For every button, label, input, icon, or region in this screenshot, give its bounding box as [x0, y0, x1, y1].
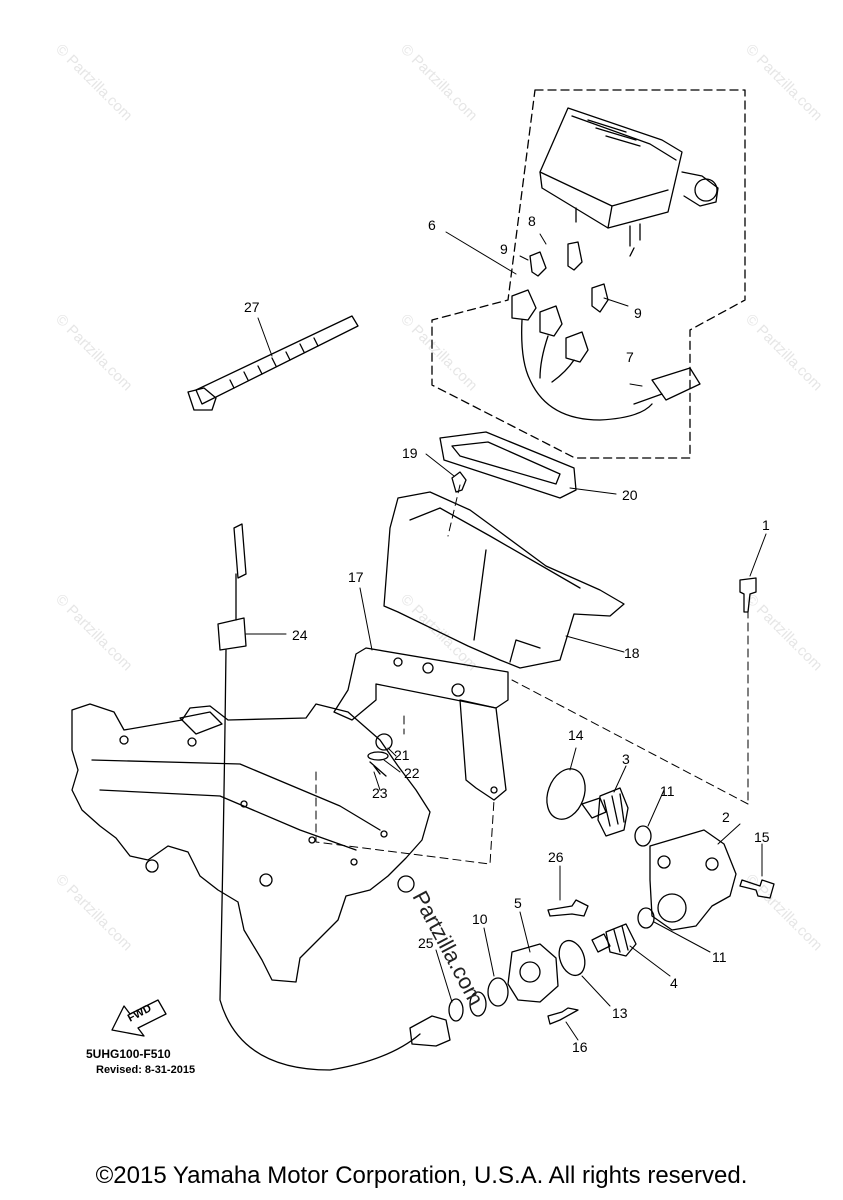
fwd-arrow-icon	[111, 999, 167, 1037]
driven-gear	[591, 923, 637, 957]
cable-tie	[187, 315, 359, 411]
callout-14[interactable]: 14	[568, 727, 584, 743]
o-ring-13	[558, 939, 586, 977]
indicator-bulbs	[529, 241, 609, 313]
callout-8[interactable]: 8	[528, 213, 536, 229]
callout-6[interactable]: 6	[428, 217, 436, 233]
watermark: © Partzilla.com	[52, 871, 135, 954]
callout-13[interactable]: 13	[612, 1005, 628, 1021]
grommet-washer-clip	[367, 733, 393, 777]
meter-cover	[439, 431, 577, 499]
callout-18[interactable]: 18	[624, 645, 640, 661]
watermarks: © Partzilla.com © Partzilla.com © Partzi…	[52, 41, 825, 954]
meter-head	[539, 107, 719, 257]
callout-27[interactable]: 27	[244, 299, 260, 315]
watermark: © Partzilla.com	[397, 41, 480, 124]
callout-10[interactable]: 10	[472, 911, 488, 927]
fwd-label: FWD	[126, 1002, 154, 1024]
frame-member	[71, 703, 431, 983]
callout-1[interactable]: 1	[762, 517, 770, 533]
callout-2[interactable]: 2	[722, 809, 730, 825]
callout-25[interactable]: 25	[418, 935, 434, 951]
callout-16[interactable]: 16	[572, 1039, 588, 1055]
callout-22[interactable]: 22	[404, 765, 420, 781]
callout-7[interactable]: 7	[626, 349, 634, 365]
gear-housing	[649, 829, 737, 931]
watermark: © Partzilla.com	[52, 311, 135, 394]
socket-wire-harness	[511, 289, 701, 421]
watermark: © Partzilla.com	[742, 591, 825, 674]
watermark: © Partzilla.com	[397, 311, 480, 394]
o-ring-14	[546, 768, 586, 820]
callout-23[interactable]: 23	[372, 785, 388, 801]
watermark: © Partzilla.com	[52, 41, 135, 124]
screw-26	[547, 899, 589, 917]
speedometer-cable	[217, 523, 421, 1071]
callout-3[interactable]: 3	[622, 751, 630, 767]
callout-26[interactable]: 26	[548, 849, 564, 865]
callout-9a[interactable]: 9	[500, 241, 508, 257]
callout-20[interactable]: 20	[622, 487, 638, 503]
callout-15[interactable]: 15	[754, 829, 770, 845]
callout-5[interactable]: 5	[514, 895, 522, 911]
revised-date: Revised: 8-31-2015	[96, 1064, 196, 1076]
callout-9b[interactable]: 9	[634, 305, 642, 321]
callout-leaders	[245, 231, 767, 1041]
meter-bracket	[333, 647, 509, 801]
drive-gear	[581, 787, 629, 837]
screw-16	[547, 1007, 579, 1025]
meter-housing	[383, 491, 625, 669]
bushing-11-lower	[637, 907, 655, 929]
leader-lines	[315, 484, 749, 865]
screw-19	[451, 471, 467, 493]
bolt-1	[739, 577, 757, 613]
watermark: © Partzilla.com	[742, 41, 825, 124]
callouts: 1 2 3 4 5 6 7 8 9 9 10 11 11 13 14 15 16…	[244, 213, 770, 1055]
callout-4[interactable]: 4	[670, 975, 678, 991]
cable-fitting	[409, 1015, 451, 1047]
callout-11a[interactable]: 11	[660, 783, 675, 799]
watermark: © Partzilla.com	[742, 871, 825, 954]
bushing-11-upper	[634, 825, 652, 847]
oil-seal-10	[487, 977, 509, 1007]
callout-24[interactable]: 24	[292, 627, 308, 643]
callout-17[interactable]: 17	[348, 569, 364, 585]
meter-assembly-dashed-box	[431, 89, 746, 459]
watermark: © Partzilla.com	[52, 591, 135, 674]
washer	[469, 991, 487, 1017]
o-ring-25	[448, 998, 464, 1022]
copyright-footer: ©2015 Yamaha Motor Corporation, U.S.A. A…	[95, 1162, 748, 1189]
bolt-15	[739, 879, 775, 899]
callout-21[interactable]: 21	[394, 747, 410, 763]
callout-11b[interactable]: 11	[712, 949, 727, 965]
diagram-code: 5UHG100-F510	[86, 1047, 171, 1061]
callout-19[interactable]: 19	[402, 445, 418, 461]
gear-housing-5	[507, 943, 559, 1003]
watermark: © Partzilla.com	[742, 311, 825, 394]
